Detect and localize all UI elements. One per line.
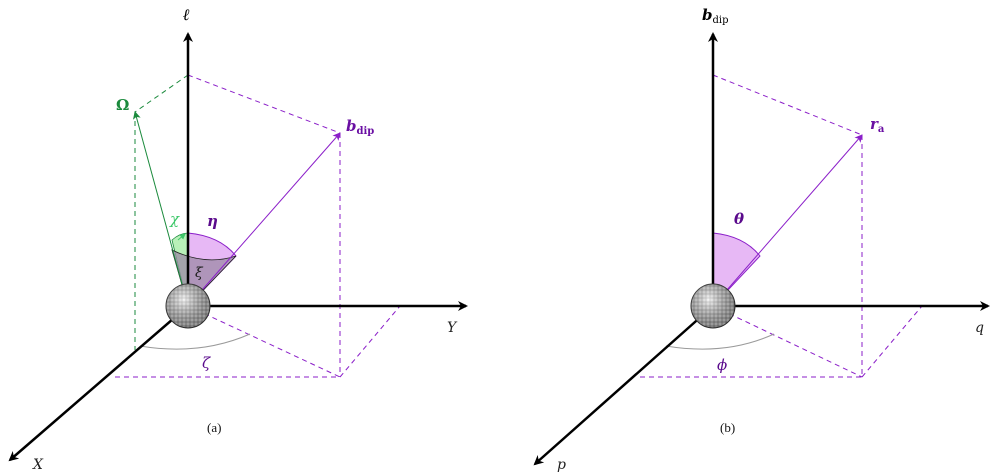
panel-b: bdip ra θ q ϕ p (b) xyxy=(533,6,990,473)
label-zeta: ζ xyxy=(202,354,211,372)
wireframe-globe-icon-a xyxy=(165,283,211,329)
wireframe-globe-icon-b xyxy=(690,283,736,329)
bdip-vector xyxy=(187,132,341,307)
axis-p xyxy=(533,305,714,466)
zeta-arc xyxy=(139,333,251,350)
caption-a: (a) xyxy=(207,420,221,435)
label-y: Y xyxy=(447,320,458,336)
label-q: q xyxy=(975,320,984,336)
label-chi: χ xyxy=(169,210,180,228)
label-bdip-a: bdip xyxy=(346,117,374,137)
phi-arc xyxy=(665,333,775,350)
green-construction-lines xyxy=(134,74,189,350)
label-xi: ξ xyxy=(195,265,204,281)
label-omega: Ω xyxy=(116,96,129,114)
label-bdip-axis: bdip xyxy=(702,6,729,26)
label-theta: θ xyxy=(734,210,744,228)
label-ell: ℓ xyxy=(182,5,190,24)
caption-b: (b) xyxy=(720,420,735,435)
ra-vector xyxy=(712,134,863,307)
label-x: X xyxy=(32,457,44,473)
label-eta: η xyxy=(207,212,218,230)
label-p: p xyxy=(557,457,566,473)
label-ra: ra xyxy=(870,115,885,135)
violet-construction-lines-b xyxy=(640,74,923,378)
chi-tick xyxy=(177,233,186,241)
omega-vector xyxy=(132,111,189,307)
panel-a: ℓ Ω bdip χ η ξ Y ζ X (a) xyxy=(8,5,468,473)
axis-x xyxy=(8,305,189,462)
violet-construction-lines xyxy=(115,74,401,378)
label-phi: ϕ xyxy=(717,356,727,374)
